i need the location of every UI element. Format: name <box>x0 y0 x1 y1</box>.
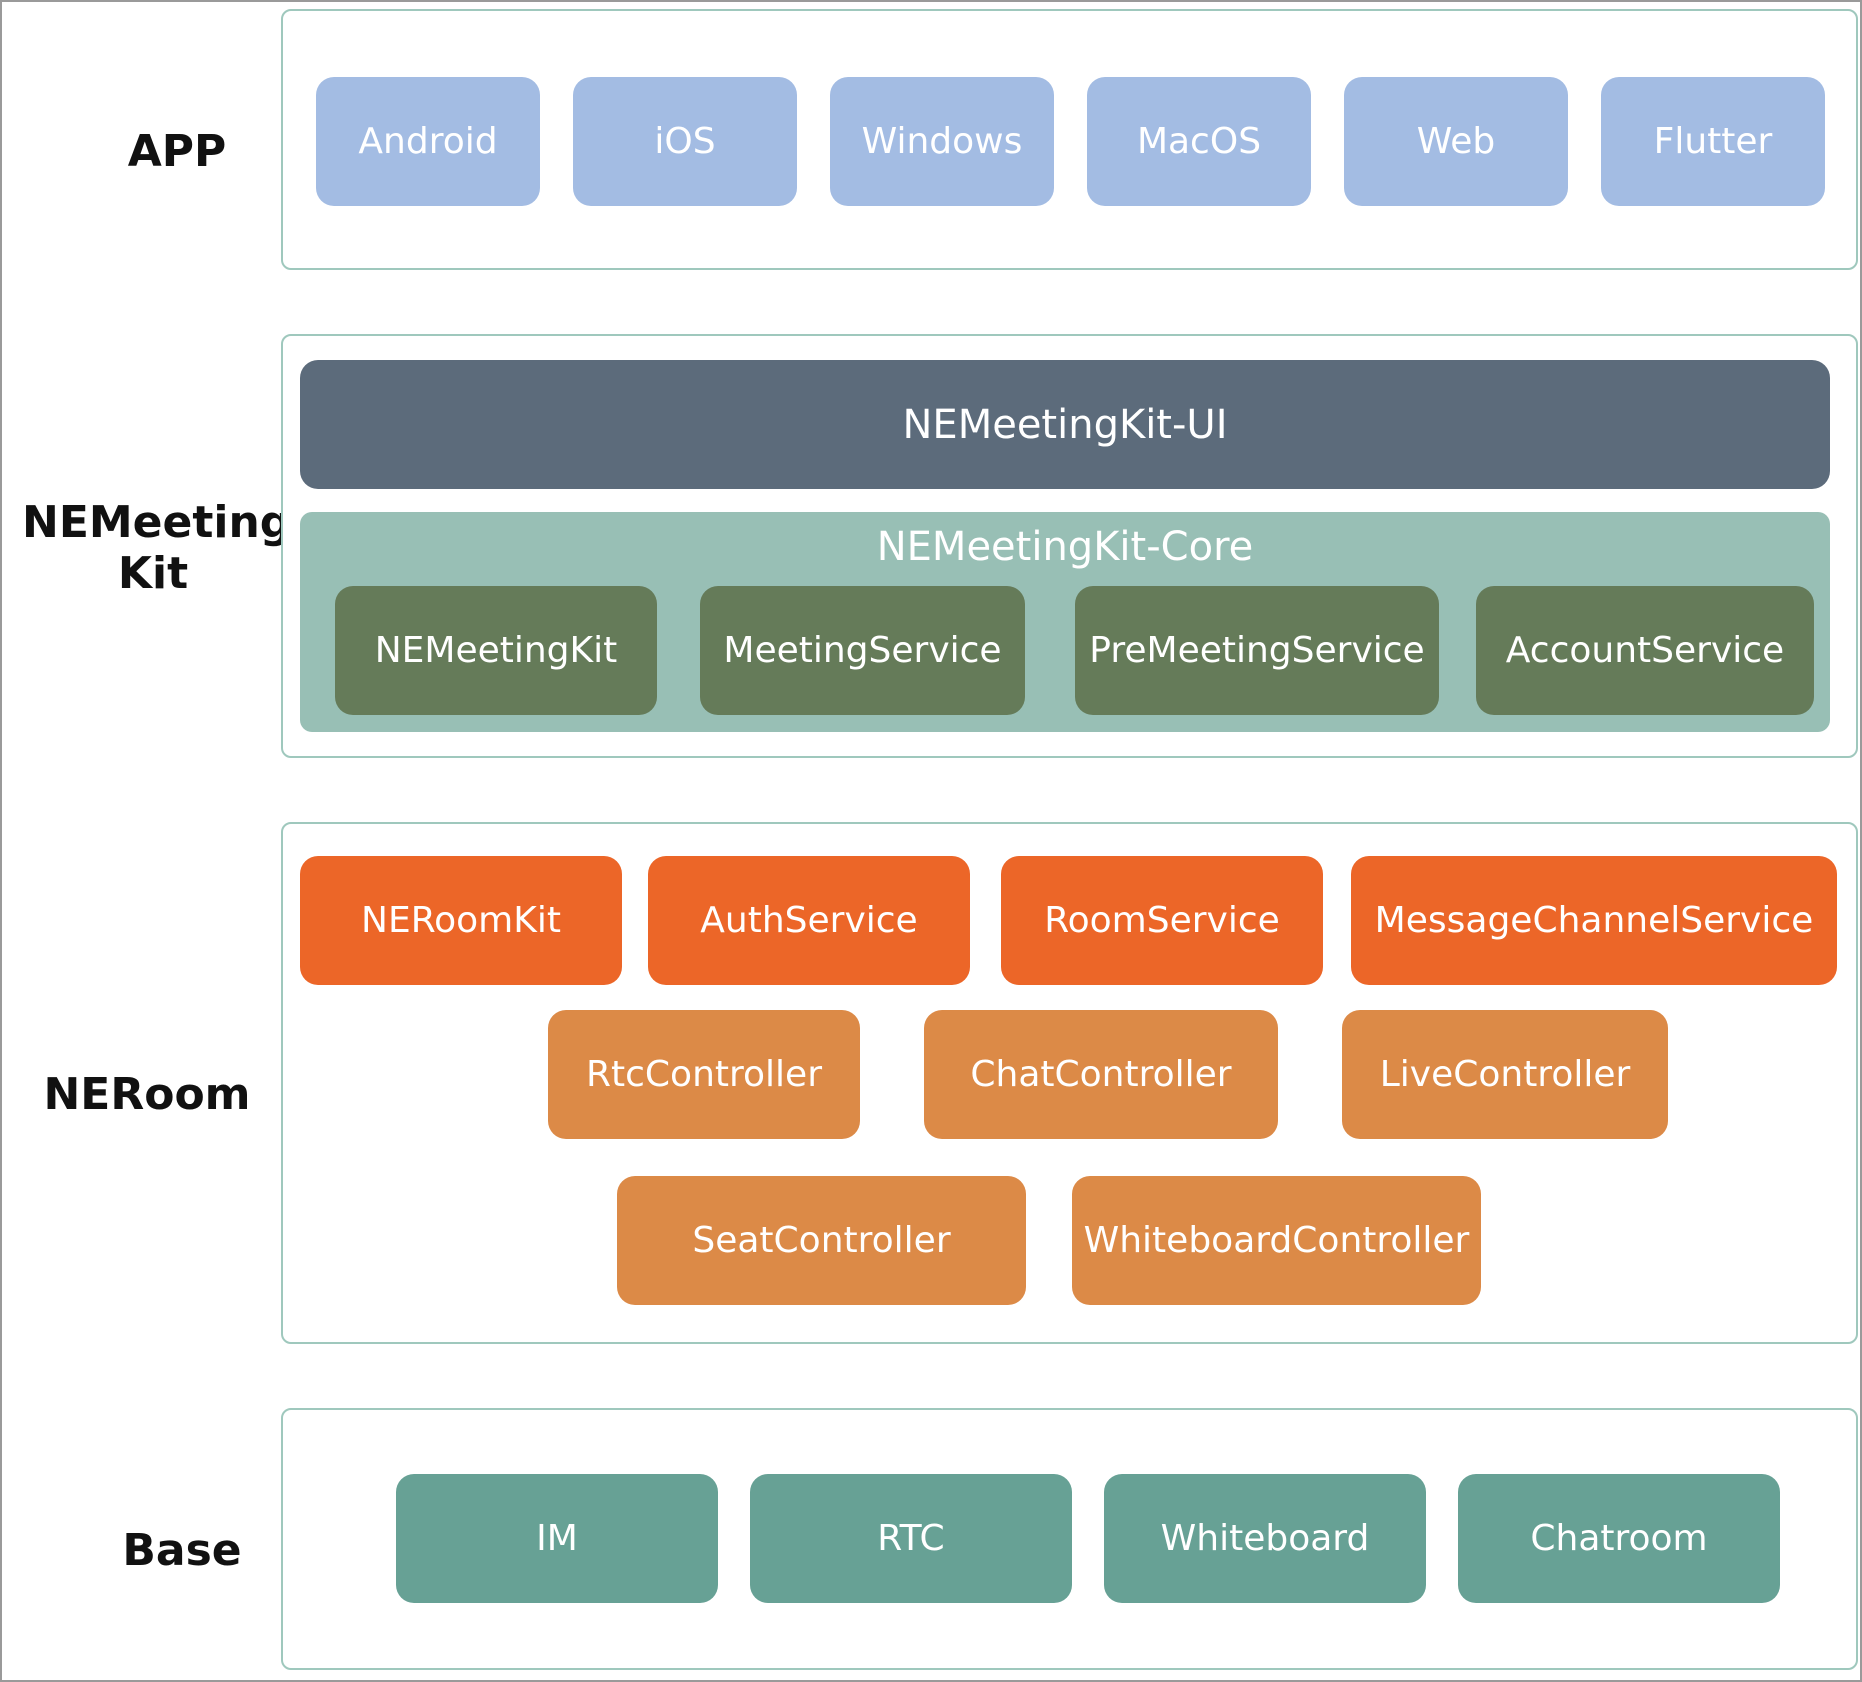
meetingkit-core-title: NEMeetingKit-Core <box>876 524 1254 570</box>
app-windows: Windows <box>830 77 1054 206</box>
room-chatcontroller: ChatController <box>924 1010 1278 1139</box>
base-layer-panel: IM RTC Whiteboard Chatroom <box>281 1408 1858 1670</box>
base-whiteboard: Whiteboard <box>1104 1474 1426 1603</box>
meetingkit-core-panel: NEMeetingKit-Core NEMeetingKit MeetingSe… <box>300 512 1830 732</box>
room-neroomkit: NERoomKit <box>300 856 622 985</box>
room-roomservice: RoomService <box>1001 856 1323 985</box>
base-rtc: RTC <box>750 1474 1072 1603</box>
core-meetingservice: MeetingService <box>700 586 1025 715</box>
room-seatcontroller: SeatController <box>617 1176 1026 1305</box>
base-chatroom: Chatroom <box>1458 1474 1780 1603</box>
layer-label-meetingkit: NEMeeting Kit <box>22 497 292 599</box>
core-nemeetingkit: NEMeetingKit <box>335 586 657 715</box>
neroom-layer-panel: NERoomKit AuthService RoomService Messag… <box>281 822 1858 1344</box>
app-macos: MacOS <box>1087 77 1311 206</box>
app-layer-panel: Android iOS Windows MacOS Web Flutter <box>281 9 1858 270</box>
room-whiteboardcontroller: WhiteboardController <box>1072 1176 1481 1305</box>
layer-label-base: Base <box>122 1525 242 1576</box>
layer-label-app: APP <box>127 126 227 177</box>
meetingkit-layer-panel: NEMeetingKit-UI NEMeetingKit-Core NEMeet… <box>281 334 1858 758</box>
meetingkit-ui-bar: NEMeetingKit-UI <box>300 360 1830 489</box>
app-ios: iOS <box>573 77 797 206</box>
app-android: Android <box>316 77 540 206</box>
app-web: Web <box>1344 77 1568 206</box>
base-im: IM <box>396 1474 718 1603</box>
room-rtccontroller: RtcController <box>548 1010 860 1139</box>
core-premeetingservice: PreMeetingService <box>1075 586 1439 715</box>
core-accountservice: AccountService <box>1476 586 1814 715</box>
room-messagechannelservice: MessageChannelService <box>1351 856 1837 985</box>
room-livecontroller: LiveController <box>1342 1010 1668 1139</box>
room-authservice: AuthService <box>648 856 970 985</box>
layer-label-neroom: NERoom <box>43 1069 251 1120</box>
app-flutter: Flutter <box>1601 77 1825 206</box>
